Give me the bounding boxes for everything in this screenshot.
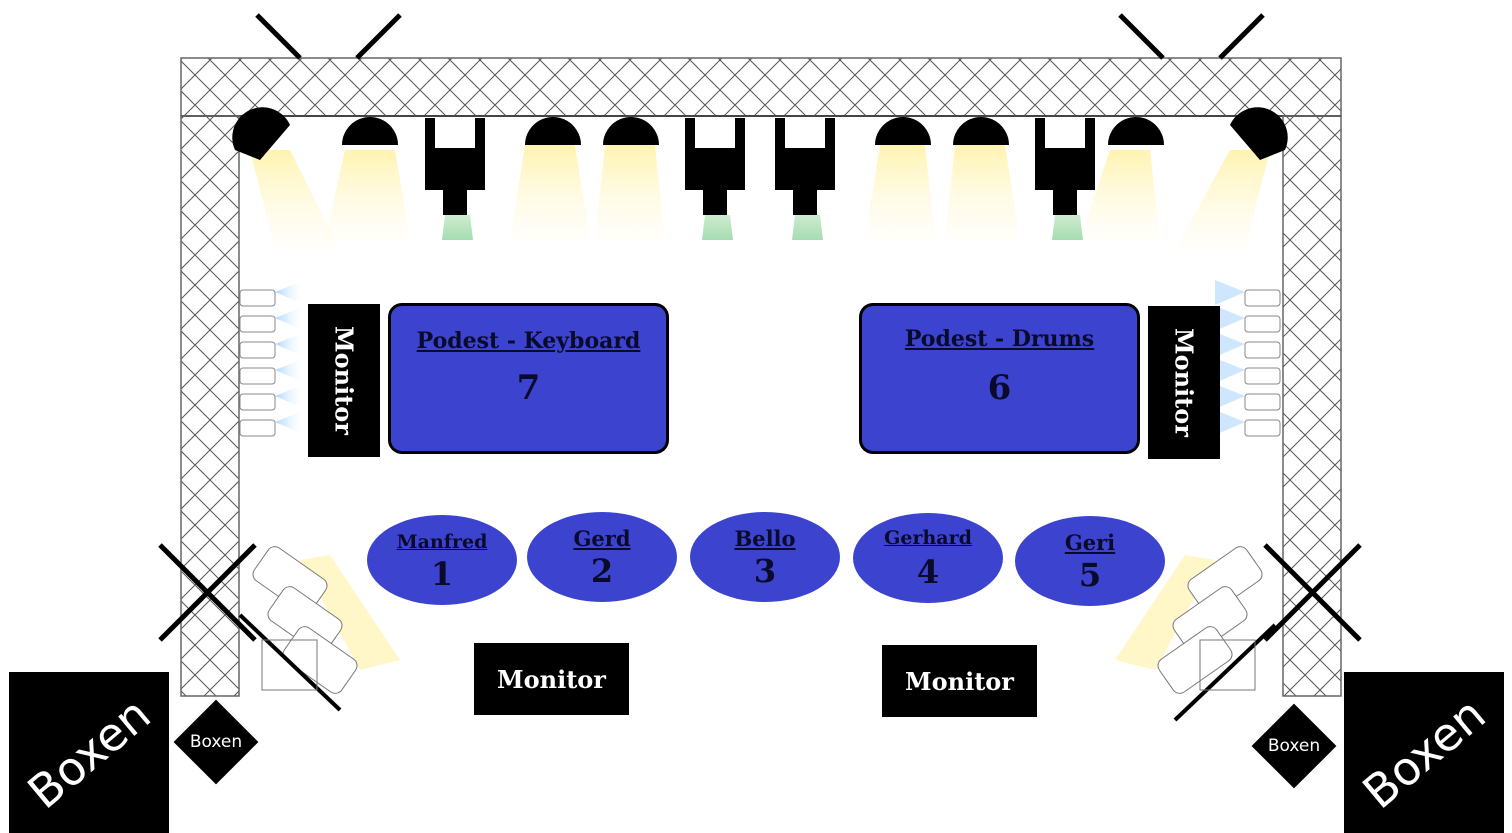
musician-position: 2	[590, 552, 614, 590]
musician-name: Bello	[734, 526, 796, 551]
front-light-bank-right	[1115, 546, 1277, 722]
side-light-icon	[1215, 280, 1281, 437]
boxen-small-left-label: Boxen	[189, 732, 243, 752]
truss-supports	[158, 13, 1362, 642]
musician-position-5: Geri 5	[1015, 516, 1165, 606]
musician-position: 3	[753, 552, 777, 590]
speaker-box-icon: Boxen	[1344, 672, 1504, 833]
musician-name: Manfred	[396, 531, 488, 553]
monitor-front-right: Monitor	[882, 645, 1037, 717]
podest-keyboard-number: 7	[516, 368, 541, 408]
podest-drums-title: Podest - Drums	[904, 326, 1095, 352]
boxen-right-label: Boxen	[1352, 686, 1496, 819]
monitor-left-side-label: Monitor	[329, 326, 359, 435]
podest-keyboard: Podest - Keyboard 7	[388, 303, 669, 454]
musician-position-1: Manfred 1	[367, 515, 517, 605]
podest-drums-number: 6	[987, 368, 1012, 408]
monitor-right-side-label: Monitor	[1169, 328, 1199, 437]
musician-name: Gerd	[573, 526, 631, 551]
monitor-front-left-label: Monitor	[497, 664, 606, 694]
truss-right	[1282, 115, 1342, 697]
musician-name: Gerhard	[884, 527, 972, 549]
podest-drums: Podest - Drums 6	[859, 303, 1140, 454]
boxen-left-label: Boxen	[17, 686, 161, 819]
front-light-bank-left	[238, 546, 400, 712]
truss-left	[180, 115, 240, 697]
musician-position: 5	[1078, 556, 1102, 594]
musician-position-4: Gerhard 4	[853, 513, 1003, 603]
monitor-left-side: Monitor	[308, 304, 380, 457]
spotlight-icon	[232, 107, 1288, 160]
light-beams	[250, 145, 1270, 250]
speaker-box-icon: Boxen	[9, 672, 169, 833]
musician-position: 1	[430, 555, 454, 593]
boxen-small-right-label: Boxen	[1267, 736, 1321, 756]
truss-top	[180, 57, 1342, 117]
musician-position-2: Gerd 2	[527, 512, 677, 602]
monitor-right-side: Monitor	[1148, 306, 1220, 459]
musician-position-3: Bello 3	[690, 512, 840, 602]
led-bar-icon	[425, 118, 1095, 215]
side-light-icon	[239, 280, 305, 437]
musician-position: 4	[916, 553, 940, 591]
podest-keyboard-title: Podest - Keyboard	[416, 328, 641, 354]
monitor-front-left: Monitor	[474, 643, 629, 715]
monitor-front-right-label: Monitor	[905, 666, 1014, 696]
musician-name: Geri	[1064, 530, 1116, 555]
